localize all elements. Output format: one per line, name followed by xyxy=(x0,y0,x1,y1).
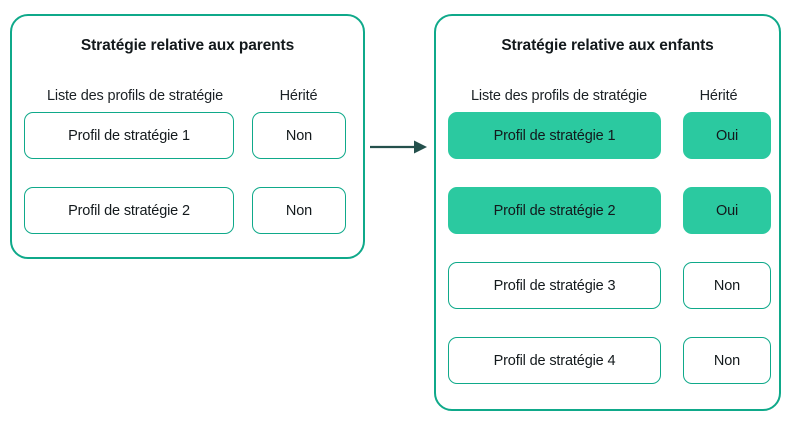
panel-child-rows: Profil de stratégie 1 Oui Profil de stra… xyxy=(436,112,779,384)
panel-parent-title: Stratégie relative aux parents xyxy=(80,37,295,54)
panel-child-title: Stratégie relative aux enfants xyxy=(501,37,714,54)
profile-cell[interactable]: Profil de stratégie 2 xyxy=(24,187,234,234)
profile-cell[interactable]: Profil de stratégie 1 xyxy=(24,112,234,159)
panel-child-strategy: Stratégie relative aux enfants Liste des… xyxy=(434,14,781,411)
panel-child-column-headers: Liste des profils de stratégie Hérité xyxy=(436,88,779,104)
inherited-cell[interactable]: Oui xyxy=(683,112,771,159)
table-row: Profil de stratégie 2 Oui xyxy=(448,187,771,234)
column-header-profiles: Liste des profils de stratégie xyxy=(46,88,224,104)
table-row: Profil de stratégie 3 Non xyxy=(448,262,771,309)
table-row: Profil de stratégie 4 Non xyxy=(448,337,771,384)
panel-parent-rows: Profil de stratégie 1 Non Profil de stra… xyxy=(12,112,363,234)
inherited-cell[interactable]: Non xyxy=(252,187,346,234)
inherited-cell[interactable]: Oui xyxy=(683,187,771,234)
inherited-cell[interactable]: Non xyxy=(683,337,771,384)
column-header-inherited: Hérité xyxy=(699,88,738,104)
column-header-inherited: Hérité xyxy=(279,88,318,104)
table-row: Profil de stratégie 2 Non xyxy=(24,187,351,234)
profile-cell[interactable]: Profil de stratégie 2 xyxy=(448,187,661,234)
panel-parent-strategy: Stratégie relative aux parents Liste des… xyxy=(10,14,365,259)
inherited-cell[interactable]: Non xyxy=(252,112,346,159)
inherited-cell[interactable]: Non xyxy=(683,262,771,309)
panel-parent-column-headers: Liste des profils de stratégie Hérité xyxy=(12,88,363,104)
profile-cell[interactable]: Profil de stratégie 4 xyxy=(448,337,661,384)
table-row: Profil de stratégie 1 Oui xyxy=(448,112,771,159)
profile-cell[interactable]: Profil de stratégie 1 xyxy=(448,112,661,159)
arrow-right-glyph xyxy=(370,140,427,154)
profile-cell[interactable]: Profil de stratégie 3 xyxy=(448,262,661,309)
column-header-profiles: Liste des profils de stratégie xyxy=(470,88,648,104)
arrow-right-icon xyxy=(370,131,428,163)
table-row: Profil de stratégie 1 Non xyxy=(24,112,351,159)
